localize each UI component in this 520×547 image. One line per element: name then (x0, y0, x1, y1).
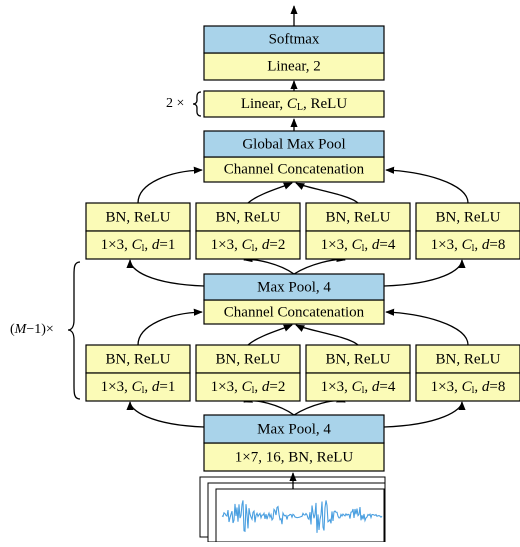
repeat-conv-label: 1×3, Cl, d=4 (321, 379, 396, 396)
repeat-conv-box (305, 372, 411, 402)
edge-top-branch-4-to-concat (385, 166, 469, 204)
edge-top-branch-1-to-concat (137, 166, 203, 204)
output-block: Linear, 2 Softmax (203, 25, 385, 81)
edge-repeat-branch-4-to-concat (385, 308, 469, 346)
repeat-bn-label: BN, ReLU (326, 351, 391, 367)
linear-hidden-box (203, 90, 385, 118)
top-bn-label: BN, ReLU (216, 209, 281, 225)
top-branch-1: BN, ReLU 1×3, Cl, d=1 (85, 202, 191, 260)
repeat-brace (67, 261, 81, 400)
repeat-pool-box (203, 273, 385, 301)
top-conv-label: 1×3, Cl, d=8 (431, 237, 506, 254)
top-branch-4: BN, ReLU 1×3, Cl, d=8 (415, 202, 520, 260)
repeat-block: BN, ReLU 1×3, Cl, d=1 BN, ReLU 1×3, Cl, … (85, 273, 520, 402)
top-branch-2: BN, ReLU 1×3, Cl, d=2 (195, 202, 301, 260)
repeat-branch-2: BN, ReLU 1×3, Cl, d=2 (195, 344, 301, 402)
repeat-conv-label: 1×3, Cl, d=8 (431, 379, 506, 396)
linear-hidden-label: Linear, CL, ReLU (241, 96, 347, 113)
repeat-bn-label: BN, ReLU (216, 351, 281, 367)
repeat-count-label: (M−1)× (10, 322, 54, 337)
top-concat-box (203, 156, 385, 183)
edge-pool-to-top-branch-2 (243, 254, 295, 275)
top-conv-label: 1×3, Cl, d=2 (211, 237, 286, 254)
edge-stem-to-branch-4 (383, 401, 466, 428)
repeat-branch-1: BN, ReLU 1×3, Cl, d=1 (85, 344, 191, 402)
repeat-bn-box (85, 344, 191, 374)
edge-top-branch-3-to-concat (295, 182, 359, 204)
top-conv-label: 1×3, Cl, d=4 (321, 237, 396, 254)
top-block: BN, ReLU 1×3, Cl, d=1 BN, ReLU 1×3, Cl, … (85, 130, 520, 260)
edge-repeat-branch-2-to-concat (247, 324, 293, 346)
stem-conv-box (203, 442, 385, 472)
top-conv-box (305, 230, 411, 260)
edge-stem-to-branch-2 (243, 395, 295, 416)
repeat-conv-box (415, 372, 520, 402)
repeat-bn-label: BN, ReLU (106, 351, 171, 367)
edge-repeat-branch-1-to-concat (137, 308, 203, 346)
edge-repeat-branch-3-to-concat (295, 324, 359, 346)
top-conv-box (85, 230, 191, 260)
linear-out-label: Linear, 2 (267, 58, 321, 74)
edge-stem-to-branch-3 (293, 395, 346, 416)
repeat-branch-4: BN, ReLU 1×3, Cl, d=8 (415, 344, 520, 402)
stem-pool-label: Max Pool, 4 (257, 421, 331, 437)
repeat-bn-label: BN, ReLU (436, 351, 501, 367)
edge-pool-to-top-branch-4 (383, 259, 466, 287)
repeat-conv-box (195, 372, 301, 402)
repeat-branch-3: BN, ReLU 1×3, Cl, d=4 (305, 344, 411, 402)
linear-repeat-brace (192, 91, 202, 117)
head-block: Linear, CL, ReLU 2 × (166, 90, 385, 118)
softmax-label: Softmax (269, 31, 320, 47)
global-pool-label: Global Max Pool (242, 136, 345, 152)
top-concat-label: Channel Concatenation (224, 161, 365, 177)
top-conv-box (195, 230, 301, 260)
top-bn-label: BN, ReLU (326, 209, 391, 225)
top-branch-3: BN, ReLU 1×3, Cl, d=4 (305, 202, 411, 260)
edge-top-branch-2-to-concat (247, 182, 293, 204)
linear-repeat-label: 2 × (166, 96, 184, 111)
audio-waveform-icon (221, 500, 383, 533)
top-bn-label: BN, ReLU (106, 209, 171, 225)
repeat-concat-label: Channel Concatenation (224, 304, 365, 320)
edge-pool-to-top-branch-1 (126, 259, 205, 287)
repeat-conv-label: 1×3, Cl, d=2 (211, 379, 286, 396)
top-conv-label: 1×3, Cl, d=1 (101, 237, 176, 254)
edge-stem-to-branch-1 (126, 401, 205, 428)
repeat-conv-box (85, 372, 191, 402)
repeat-concat-box (203, 299, 385, 325)
top-bn-label: BN, ReLU (436, 209, 501, 225)
top-conv-box (415, 230, 520, 260)
stem-block: 1×7, 16, BN, ReLU Max Pool, 4 (203, 414, 385, 472)
repeat-pool-label: Max Pool, 4 (257, 279, 331, 295)
stem-conv-label: 1×7, 16, BN, ReLU (235, 449, 354, 465)
edge-pool-to-top-branch-3 (293, 254, 346, 275)
repeat-conv-label: 1×3, Cl, d=1 (101, 379, 176, 396)
